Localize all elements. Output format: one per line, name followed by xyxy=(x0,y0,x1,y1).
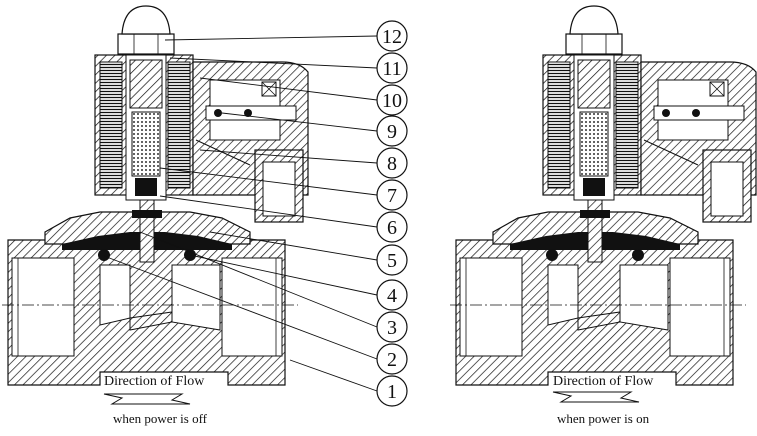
callout-number: 10 xyxy=(382,90,402,112)
callout-2: 2 xyxy=(376,343,408,375)
leader-line-4 xyxy=(189,254,378,296)
callout-8: 8 xyxy=(376,147,408,179)
callout-1: 1 xyxy=(376,375,408,407)
leader-line-2 xyxy=(103,255,378,360)
leader-line-6 xyxy=(159,195,378,228)
callout-5: 5 xyxy=(376,244,408,276)
leader-line-7 xyxy=(159,167,378,196)
left-state-label: when power is off xyxy=(113,411,207,426)
leader-line-3 xyxy=(139,231,378,328)
callout-12: 12 xyxy=(376,20,408,52)
left-flow-label: Direction of Flow xyxy=(104,374,205,389)
callout-9: 9 xyxy=(376,115,408,147)
callout-10: 10 xyxy=(376,84,408,116)
leader-line-8 xyxy=(199,149,378,164)
callout-number: 12 xyxy=(382,26,402,48)
leader-line-1 xyxy=(289,359,378,392)
callout-number: 2 xyxy=(387,349,397,371)
flow-arrow-right xyxy=(552,391,640,403)
callout-number: 8 xyxy=(387,153,397,175)
flow-arrow-left xyxy=(103,393,191,405)
callout-7: 7 xyxy=(376,179,408,211)
leader-line-11 xyxy=(169,57,378,69)
callout-11: 11 xyxy=(376,52,408,84)
leader-line-10 xyxy=(199,77,378,101)
callout-number: 11 xyxy=(382,58,401,80)
right-flow-label: Direction of Flow xyxy=(553,374,654,389)
leader-line-5 xyxy=(209,231,378,261)
callout-number: 7 xyxy=(387,185,397,207)
valve-section-power-on xyxy=(449,5,757,386)
right-state-label: when power is on xyxy=(557,411,650,426)
callout-6: 6 xyxy=(376,211,408,243)
callout-number: 3 xyxy=(387,317,397,339)
callout-number: 1 xyxy=(387,381,397,403)
callout-4: 4 xyxy=(376,279,408,311)
callout-number: 6 xyxy=(387,217,397,239)
callout-number: 9 xyxy=(387,121,397,143)
callout-number: 5 xyxy=(387,250,397,272)
callout-number: 4 xyxy=(387,285,397,307)
callout-3: 3 xyxy=(376,311,408,343)
leader-line-9 xyxy=(221,112,378,132)
leader-line-12 xyxy=(164,35,378,41)
